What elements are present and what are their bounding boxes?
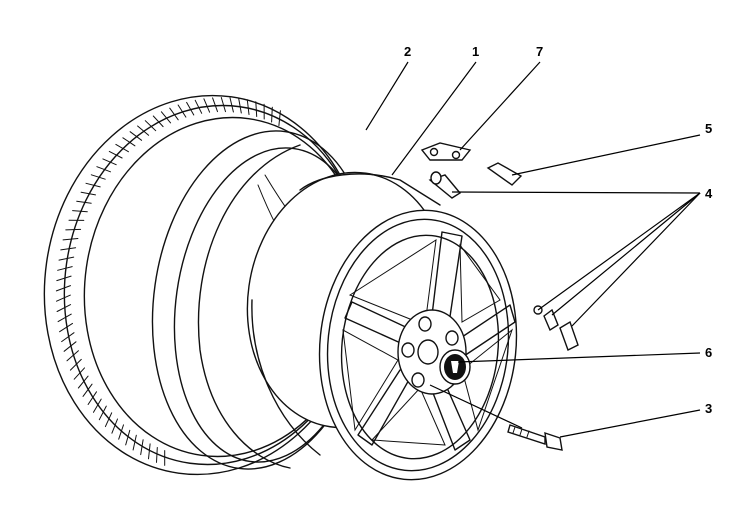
tread-groove [66,229,81,230]
wheel-bolt [508,425,562,450]
callout-6: 6 [705,345,712,360]
callout-4: 4 [705,186,713,201]
valve-parts [534,306,578,350]
callout-7: 7 [536,44,543,59]
tread-groove [272,107,273,122]
centre-cap [440,350,470,384]
callout-1: 1 [472,44,479,59]
pressure-sensor [422,143,470,160]
callout-5: 5 [705,121,712,136]
callout-3: 3 [705,401,712,416]
callout-2: 2 [404,44,411,59]
valve-stem [430,172,460,198]
